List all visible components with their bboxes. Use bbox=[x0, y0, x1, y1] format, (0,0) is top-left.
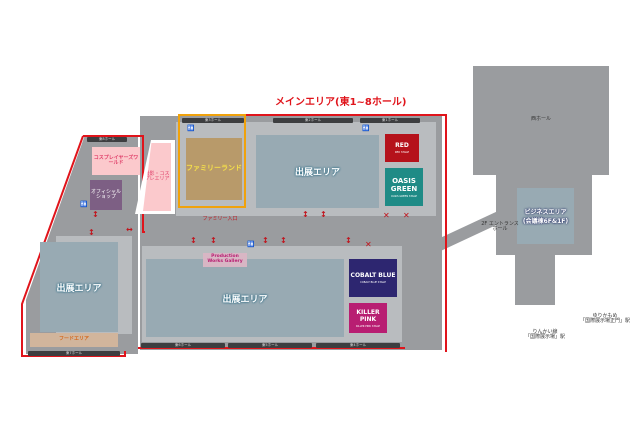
exhibit-area-e5: 出展エリア bbox=[146, 259, 344, 337]
passage-arrow-icon: ↕ bbox=[345, 236, 352, 245]
hall-e3-label: 東3ホール bbox=[182, 118, 244, 123]
passage-arrow-icon: ↔ bbox=[126, 225, 133, 234]
rinkai-station: りんかい線「国際展示場」駅 bbox=[524, 328, 565, 340]
family-land: ファミリーランド bbox=[186, 138, 242, 200]
family-land-outline bbox=[178, 114, 246, 208]
restroom-icon: 🚻 bbox=[362, 125, 370, 132]
passage-arrow-icon: ↕ bbox=[88, 228, 95, 237]
hall-e1-label: 東1ホール bbox=[360, 118, 420, 123]
no-entry-icon: ✕ bbox=[403, 211, 410, 220]
main-area-outline-bottom bbox=[125, 347, 405, 349]
official-shop: オフィシャルショップ bbox=[90, 180, 122, 210]
passage-arrow-icon: ↕ bbox=[210, 236, 217, 245]
exhibit-area-e2: 出展エリア bbox=[256, 135, 379, 208]
hall-e7-label: 東7ホール bbox=[28, 351, 120, 356]
passage-arrow-icon: ↕ bbox=[262, 236, 269, 245]
main-area-outline bbox=[245, 114, 447, 352]
entrance-hall-label: 2F エントランスホール bbox=[481, 220, 519, 232]
hall-e4-label: 東4ホール bbox=[316, 343, 400, 348]
hall-e6-label: 東6ホール bbox=[141, 343, 225, 348]
yurikamome-station: ゆりかもめ「国際展示場正門」駅 bbox=[579, 312, 630, 324]
passage-arrow-icon: ↕ bbox=[302, 210, 309, 219]
connector bbox=[515, 255, 555, 305]
west-hall bbox=[473, 66, 609, 175]
hall-e2-label: 東2ホール bbox=[273, 118, 353, 123]
hall-e8-label: 東8ホール bbox=[87, 137, 127, 142]
passage-arrow-icon: ↕ bbox=[190, 236, 197, 245]
west-hall-label: 西ホール bbox=[530, 116, 551, 123]
passage-arrow-icon: ↕ bbox=[280, 236, 287, 245]
exhibit-area-e7: 出展エリア bbox=[40, 242, 118, 332]
restroom-icon: 🚻 bbox=[247, 241, 255, 248]
cosplay-area: 撮影・コスプレエリア bbox=[143, 143, 171, 211]
passage-arrow-icon: ↕ bbox=[320, 210, 327, 219]
food-area: フードエリア bbox=[30, 333, 118, 347]
no-entry-icon: ✕ bbox=[365, 240, 372, 249]
family-entrance-label: ファミリー入口 bbox=[202, 216, 238, 223]
production-works-gallery: Production Works Gallery bbox=[203, 253, 247, 267]
hall-e5-label: 東5ホール bbox=[228, 343, 312, 348]
business-area: ビジネスエリア (会議棟6F&1F) bbox=[517, 188, 574, 244]
passage-arrow-icon: ↕ bbox=[92, 210, 99, 219]
restroom-icon: 🚻 bbox=[80, 201, 88, 208]
main-area-title: メインエリア(東1~8ホール) bbox=[275, 97, 407, 108]
cosplayers-world: コスプレイヤーズワールド bbox=[92, 147, 140, 175]
restroom-icon: 🚻 bbox=[187, 125, 195, 132]
no-entry-icon: ✕ bbox=[383, 211, 390, 220]
